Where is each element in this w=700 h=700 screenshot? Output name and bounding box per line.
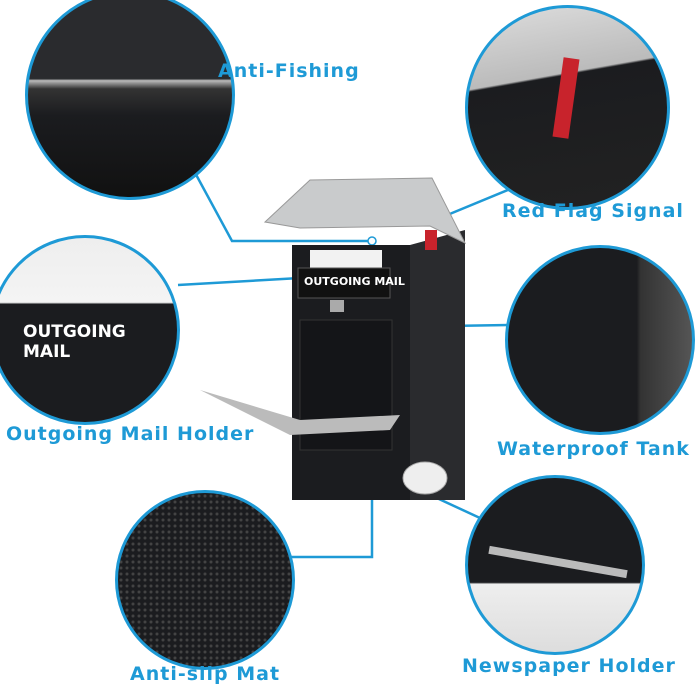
newspaper-holder-detail <box>465 475 645 655</box>
waterproof-tank-detail <box>505 245 695 435</box>
red-flag-detail <box>465 5 670 210</box>
outgoing-mail-text: OUTGOING MAIL <box>23 322 126 362</box>
mailbox-slot-text: OUTGOING MAIL <box>304 275 405 288</box>
label-outgoing-mail-holder: Outgoing Mail Holder <box>6 423 255 445</box>
red-flag-icon <box>425 230 437 250</box>
holder-rod <box>488 545 628 579</box>
label-newspaper-holder: Newspaper Holder <box>462 655 676 677</box>
outgoing-mail-detail: OUTGOING MAIL <box>0 235 180 425</box>
anti-slip-mat-detail <box>115 490 295 670</box>
label-red-flag-signal: Red Flag Signal <box>502 200 684 222</box>
anti-fishing-detail <box>25 0 235 200</box>
red-flag-icon <box>552 57 580 139</box>
label-anti-fishing: Anti-Fishing <box>218 60 360 82</box>
label-waterproof-tank: Waterproof Tank <box>497 438 690 460</box>
label-anti-slip-mat: Anti-slip Mat <box>130 663 281 685</box>
